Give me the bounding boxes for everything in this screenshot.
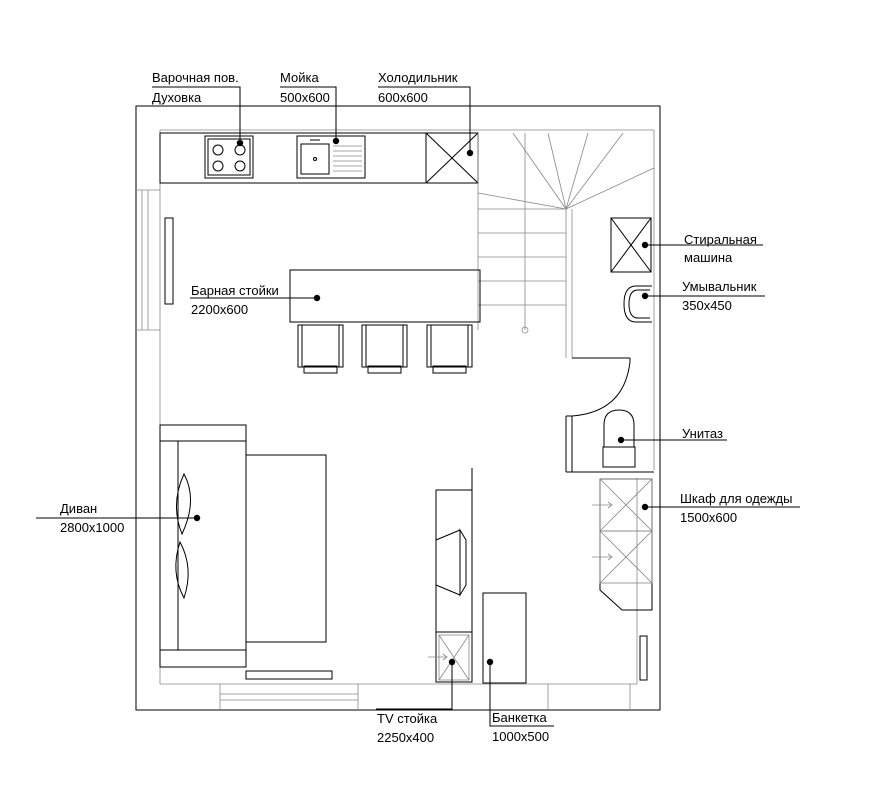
- label-sofa-size: 2800x1000: [60, 520, 124, 535]
- label-tv-stand: TV стойка: [377, 711, 438, 726]
- radiator: [639, 635, 648, 681]
- label-wardrobe: Шкаф для одежды: [680, 491, 793, 506]
- sofa-icon: [159, 424, 327, 668]
- label-bar-size: 2200x600: [191, 302, 248, 317]
- tv-stand-icon: [428, 468, 473, 683]
- labels: Варочная пов. Духовка Мойка 500x600 Холо…: [60, 70, 793, 745]
- cooktop-icon: [204, 135, 254, 179]
- sink-icon: [296, 135, 366, 179]
- label-bar: Барная стойки: [191, 283, 279, 298]
- label-fridge-size: 600x600: [378, 90, 428, 105]
- label-basin: Умывальник: [682, 279, 757, 294]
- label-toilet: Унитаз: [682, 426, 723, 441]
- walls: [135, 105, 661, 711]
- label-washer-2: машина: [684, 250, 733, 265]
- bar-counter-icon: [289, 269, 481, 323]
- leader-lines: [36, 86, 800, 727]
- label-basin-size: 350x450: [682, 298, 732, 313]
- label-sink-size: 500x600: [280, 90, 330, 105]
- toilet-icon: [602, 409, 636, 468]
- label-cooktop: Варочная пов.: [152, 70, 239, 85]
- label-tv-stand-size: 2250x400: [377, 730, 434, 745]
- basin-icon: [623, 285, 652, 323]
- label-sink: Мойка: [280, 70, 319, 85]
- label-bench-size: 1000x500: [492, 729, 549, 744]
- washing-machine-icon: [610, 217, 652, 273]
- bar-stool-icon: [426, 324, 473, 374]
- bar-stool-icon: [361, 324, 408, 374]
- bar-stool-icon: [297, 324, 344, 374]
- label-bench: Банкетка: [492, 710, 547, 725]
- label-fridge: Холодильник: [378, 70, 458, 85]
- bench-icon: [482, 592, 527, 684]
- window-bottom: [219, 684, 631, 710]
- label-oven: Духовка: [152, 90, 202, 105]
- label-wardrobe-size: 1500x600: [680, 510, 737, 525]
- staircase: [477, 132, 655, 358]
- window-left: [136, 189, 174, 331]
- radiator: [245, 670, 333, 680]
- bathroom-partition: [565, 357, 654, 473]
- wardrobe-icon: [592, 478, 653, 611]
- label-sofa: Диван: [60, 501, 97, 516]
- label-washer: Стиральная: [684, 232, 757, 247]
